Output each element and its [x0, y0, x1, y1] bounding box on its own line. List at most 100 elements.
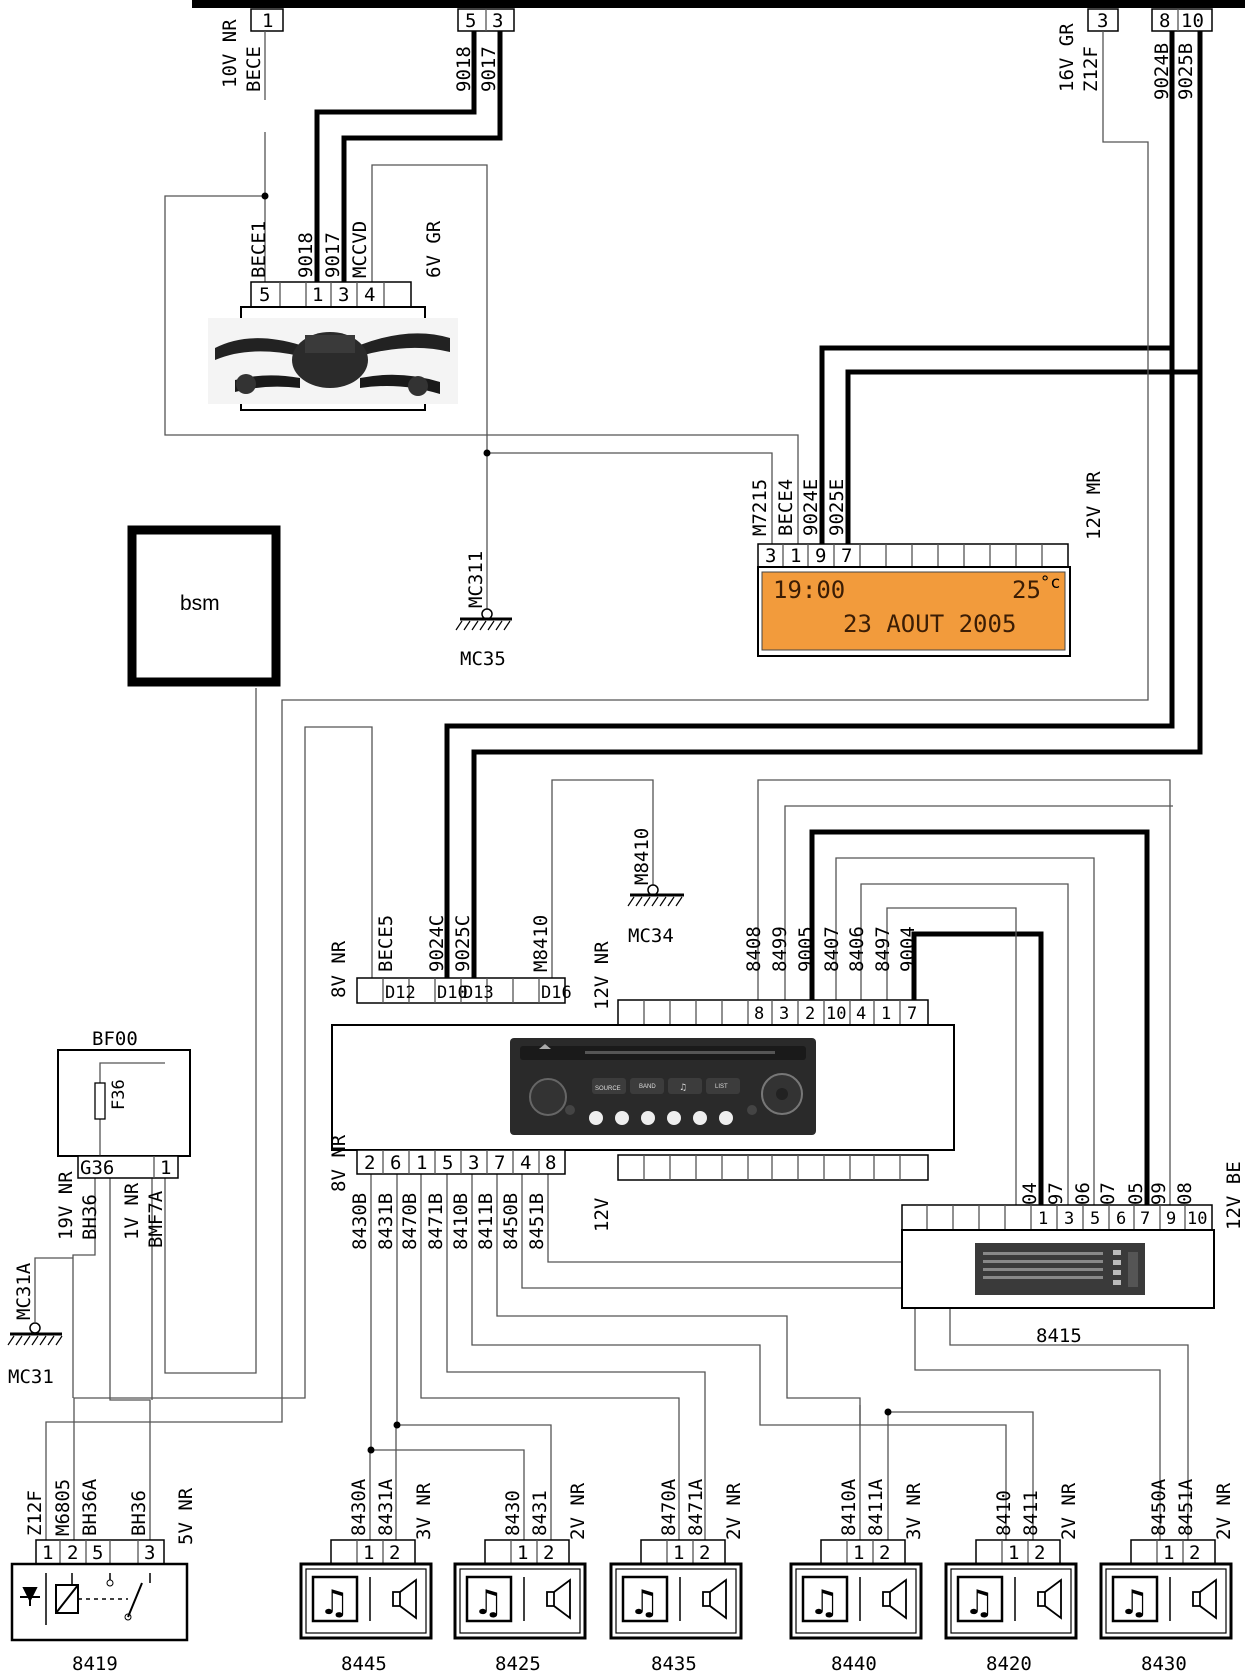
wire-label: 9024B	[1151, 43, 1173, 100]
wire-spec: 1V NR	[121, 1182, 143, 1240]
faceplate-list: LIST	[715, 1084, 728, 1090]
wire-label: 8431A	[375, 1478, 397, 1536]
wire-label: 8408	[743, 926, 765, 972]
speaker-icon	[1192, 1578, 1217, 1620]
pin-label: 8	[545, 1152, 556, 1174]
connector-spec: 2V NR	[1213, 1482, 1235, 1540]
pin-label: 5	[92, 1542, 103, 1564]
pin-label: 3	[144, 1542, 155, 1564]
cd-changer-8415: 9004 8497 8406 8407 9005 8499 8408 12V B…	[901, 1161, 1245, 1347]
wire-label: 8406	[846, 926, 868, 972]
pin-label: 1	[853, 1542, 864, 1564]
component-id: 8415	[1036, 1325, 1082, 1347]
connector-spec: 2V NR	[567, 1482, 589, 1540]
wire-label: 8431B	[375, 1193, 397, 1250]
connector-spec: 3V NR	[413, 1482, 435, 1540]
speaker-icon	[1037, 1578, 1062, 1620]
wire-spec: 19V NR	[55, 1171, 77, 1240]
pin-label: 2	[364, 1152, 375, 1174]
top-connector-left: 1 10V NR BECE	[219, 8, 284, 100]
wire-label: 8470B	[399, 1193, 421, 1250]
pin-label: 2	[389, 1542, 400, 1564]
cd-changer-photo	[975, 1243, 1145, 1295]
wire-label: MC311	[465, 551, 487, 608]
wire-label: BH36	[128, 1490, 150, 1536]
pin-label: 3	[765, 545, 776, 567]
thin-wires	[34, 31, 1189, 1540]
wire-label: BECE4	[775, 479, 797, 536]
wire-spec: Z12F	[1080, 46, 1102, 92]
wire-label: 9005	[795, 926, 817, 972]
pin-label: 1	[363, 1542, 374, 1564]
pin-label: 10	[826, 1004, 846, 1024]
component-id: 8425	[495, 1653, 541, 1675]
music-note-glyph: ♫	[964, 1583, 994, 1623]
connector-spec: 12V MR	[1083, 471, 1105, 540]
pin-label: 4	[520, 1152, 531, 1174]
pin-label: 3	[779, 1004, 789, 1024]
wire-label: 8430A	[348, 1478, 370, 1536]
connector-spec: 2V NR	[723, 1482, 745, 1540]
wire-label: 9017	[322, 232, 344, 278]
stalk-switch-photo	[208, 318, 458, 404]
wire-label: 8411	[1020, 1490, 1042, 1536]
pin-label: 1	[416, 1152, 427, 1174]
pin-label: 1	[42, 1542, 53, 1564]
wire-label: 8499	[769, 926, 791, 972]
pin-label: 6	[1116, 1209, 1126, 1229]
pin-label: 1	[881, 1004, 891, 1024]
pin-label: 1	[1008, 1542, 1019, 1564]
fuse-box-bf00: BF00 F36 G36 1 19V NR BH36 1V NR BMF7A	[55, 1028, 191, 1248]
pin-label: 9	[1166, 1209, 1176, 1229]
wire-label: 8410A	[838, 1478, 860, 1536]
radio-unit: 8V NR BECE5 9024C 9025C M8410 12V NR D12…	[328, 915, 955, 1250]
speaker-connector	[330, 1539, 416, 1565]
wire-label: BECE5	[375, 915, 397, 972]
pin-label: 3	[492, 10, 503, 32]
wire-label: MCCVD	[349, 221, 371, 278]
ground-label: MC31	[8, 1366, 54, 1388]
connector-spec: 12V	[591, 1198, 613, 1232]
relay-8419: Z12F M6805 BH36A BH36 5V NR 1 2 5 3 8419	[10, 1478, 197, 1675]
component-id: 8430	[1141, 1653, 1187, 1675]
pin-label: 10	[1181, 10, 1204, 32]
pin-label: 1	[1163, 1542, 1174, 1564]
wire-label: 8410B	[450, 1193, 472, 1250]
fuse-label: F36	[109, 1079, 129, 1110]
pin-label: D10	[437, 983, 468, 1003]
pin-label: 2	[1189, 1542, 1200, 1564]
thick-wires	[314, 31, 1203, 1232]
ground-label: MC35	[460, 648, 506, 670]
fuse-box-label: BF00	[92, 1028, 138, 1050]
harness-bus-bar	[192, 0, 1245, 8]
display-date: 23 AOUT 2005	[843, 610, 1016, 638]
pin-label: 1	[790, 545, 801, 567]
speaker-connector	[820, 1539, 906, 1565]
display-temp-unit: °c	[1040, 573, 1060, 593]
wire-label: BH36A	[79, 1478, 101, 1536]
pin-label: 2	[805, 1004, 815, 1024]
pin-label: 6	[390, 1152, 401, 1174]
connector-spec: 8V NR	[328, 940, 350, 998]
pin-label: D12	[385, 983, 416, 1003]
component-id: 8420	[986, 1653, 1032, 1675]
multifunction-display: M7215 BECE4 9024E 9025E 12V MR 3 1 9 7 1…	[749, 471, 1105, 657]
wire-label: Z12F	[24, 1490, 46, 1536]
wire-label: 8497	[872, 926, 894, 972]
wire-spec: 10V NR	[219, 19, 241, 88]
lcd-screen	[761, 571, 1066, 651]
music-note-icon	[956, 1575, 1004, 1623]
pin-label: 2	[879, 1542, 890, 1564]
music-note-icon	[801, 1575, 849, 1623]
pin-label: 2	[543, 1542, 554, 1564]
connector-spec: 8V NR	[328, 1134, 350, 1192]
ground-mc35: MC311 MC35	[455, 551, 512, 670]
wire-label: BECE1	[248, 221, 270, 278]
pin-label: D16	[541, 983, 572, 1003]
pin-label: 1	[517, 1542, 528, 1564]
